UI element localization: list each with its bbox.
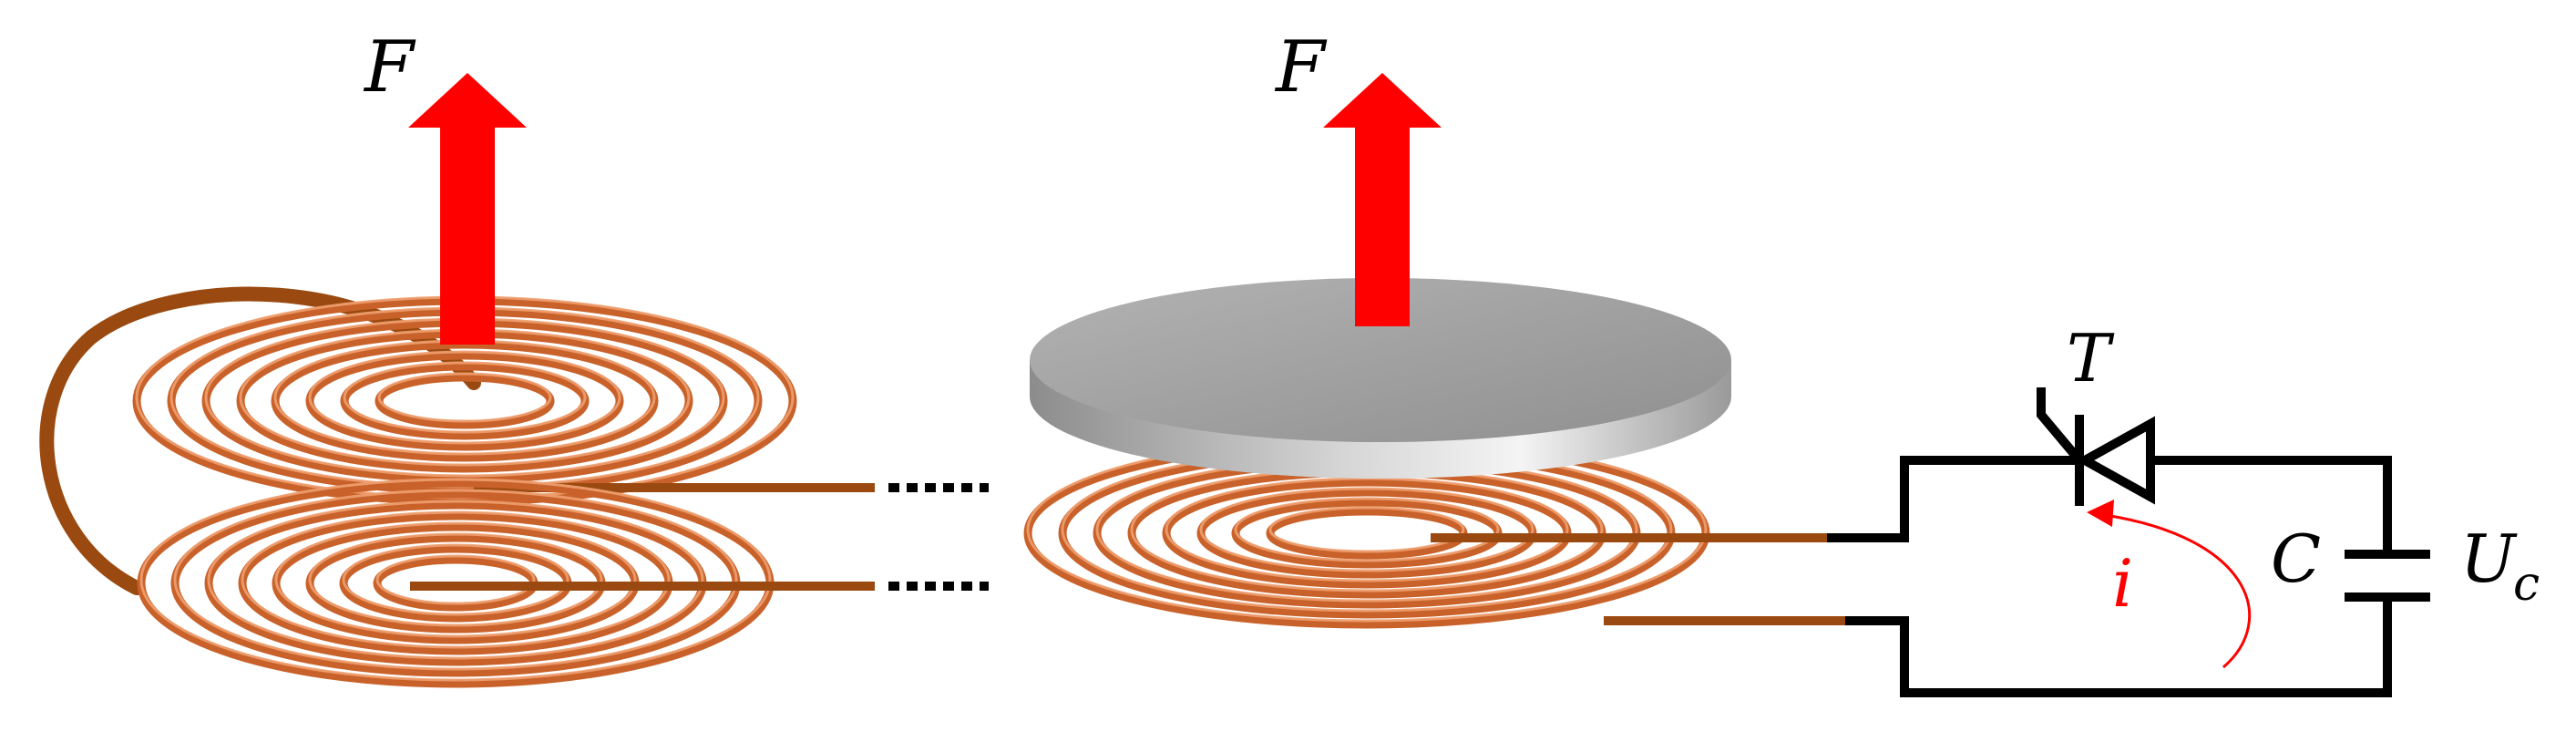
capacitor-label: C bbox=[2271, 520, 2321, 597]
left-force-arrow bbox=[408, 73, 527, 345]
circuit-wire-top-right bbox=[2146, 456, 2392, 556]
thyristor-gate bbox=[2037, 387, 2087, 468]
thyristor-label: T bbox=[2067, 320, 2115, 397]
voltage-label: U c bbox=[2460, 520, 2540, 612]
middle-force-label: F bbox=[1274, 26, 1328, 108]
circuit-wire-top bbox=[1827, 456, 2082, 542]
left-coil-assembly: F bbox=[39, 26, 989, 688]
discharge-circuit bbox=[1827, 387, 2430, 697]
current-label: i bbox=[2112, 545, 2133, 622]
thyristor-symbol bbox=[2075, 416, 2155, 505]
metal-plate bbox=[1030, 278, 1731, 479]
circuit-wire-bottom bbox=[1845, 595, 2392, 697]
voltage-label-main: U bbox=[2460, 520, 2518, 597]
middle-coil-assembly: F bbox=[1023, 26, 1850, 629]
middle-force-arrow bbox=[1323, 73, 1442, 326]
current-arrow bbox=[2087, 500, 2252, 669]
voltage-label-subscript: c bbox=[2513, 557, 2540, 612]
left-force-label: F bbox=[363, 26, 416, 108]
